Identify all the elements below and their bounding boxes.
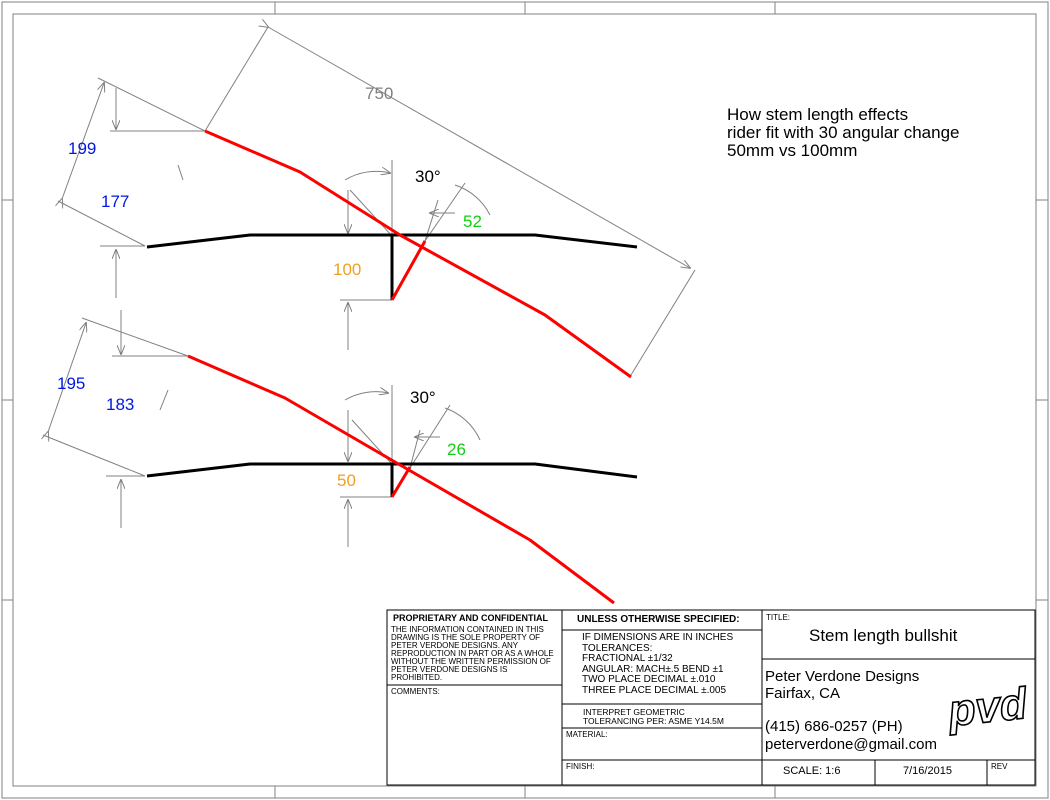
bottom-offset-inner-label: 183 (106, 395, 135, 414)
top-stem-length-label: 100 (333, 260, 362, 279)
reach-dimension-label: 750 (365, 84, 394, 103)
bottom-angle-label: 30° (410, 388, 436, 407)
company-location: Fairfax, CA (765, 685, 841, 702)
top-angle-label: 30° (415, 167, 441, 186)
company-name: Peter Verdone Designs (765, 668, 920, 685)
tolerance-text: IF DIMENSIONS ARE IN INCHES TOLERANCES: … (582, 632, 734, 696)
title-block-grid (386, 609, 1036, 786)
comments-label: COMMENTS: (391, 687, 440, 696)
company-phone: (415) 686-0257 (PH) (765, 718, 903, 735)
geometric-line: TOLERANCING PER: ASME Y14.5M (583, 716, 724, 726)
proprietary-line: DRAWING IS THE SOLE PROPERTY OF (391, 633, 541, 642)
top-handlebar (146, 233, 638, 300)
proprietary-line: PETER VERDONE DESIGNS IS (391, 665, 508, 674)
scale-value: SCALE: 1:6 (783, 765, 841, 777)
material-label: MATERIAL: (566, 730, 608, 739)
pvd-logo: pvd (944, 678, 1031, 737)
proprietary-line: THE INFORMATION CONTAINED IN THIS (391, 625, 544, 634)
unless-heading: UNLESS OTHERWISE SPECIFIED: (577, 614, 740, 625)
bottom-fit-path (187, 354, 615, 605)
bottom-dimension-lines (43, 310, 481, 547)
company-email: peterverdone@gmail.com (765, 736, 937, 753)
top-offset-inner-label: 177 (101, 192, 130, 211)
proprietary-line: PROHIBITED. (391, 673, 443, 682)
top-fit-path (204, 129, 632, 379)
svg-text:pvd: pvd (945, 679, 1030, 736)
top-dimension-lines (58, 27, 696, 376)
finish-label: FINISH: (566, 762, 595, 771)
top-offset-outer-label: 199 (68, 139, 97, 158)
proprietary-line: PETER VERDONE DESIGNS. ANY (391, 641, 519, 650)
drawing-title: Stem length bullshit (809, 626, 958, 645)
geometric-text: INTERPRET GEOMETRIC TOLERANCING PER: ASM… (583, 708, 724, 726)
proprietary-text: THE INFORMATION CONTAINED IN THIS DRAWIN… (391, 626, 554, 682)
bottom-stem-length-label: 50 (337, 471, 356, 490)
geometric-line: INTERPRET GEOMETRIC (583, 707, 685, 717)
tolerance-line: TOLERANCES: (582, 642, 653, 654)
proprietary-line: REPRODUCTION IN PART OR AS A WHOLE (391, 649, 554, 658)
bottom-offset-outer-label: 195 (57, 374, 86, 393)
note-line-1: How stem length effects (727, 105, 909, 124)
tolerance-line: IF DIMENSIONS ARE IN INCHES (582, 632, 734, 643)
title-label: TITLE: (766, 613, 791, 622)
drawing-date: 7/16/2015 (903, 765, 952, 777)
bottom-handlebar (146, 462, 638, 497)
tolerance-line: FRACTIONAL ±1/32 (582, 653, 673, 664)
note-line-2: rider fit with 30 angular change (727, 123, 960, 142)
proprietary-line: WITHOUT THE WRITTEN PERMISSION OF (391, 657, 551, 666)
top-rise-label: 52 (463, 212, 482, 231)
proprietary-heading: PROPRIETARY AND CONFIDENTIAL (393, 613, 549, 623)
note-line-3: 50mm vs 100mm (727, 141, 858, 160)
tolerance-line: THREE PLACE DECIMAL ±.005 (582, 684, 727, 696)
drawing-note: How stem length effects rider fit with 3… (727, 106, 959, 160)
revision-label: REV (991, 762, 1008, 771)
tolerance-line: TWO PLACE DECIMAL ±.010 (582, 674, 716, 685)
tolerance-line: ANGULAR: MACH±.5 BEND ±1 (582, 663, 724, 675)
bottom-rise-label: 26 (447, 440, 466, 459)
